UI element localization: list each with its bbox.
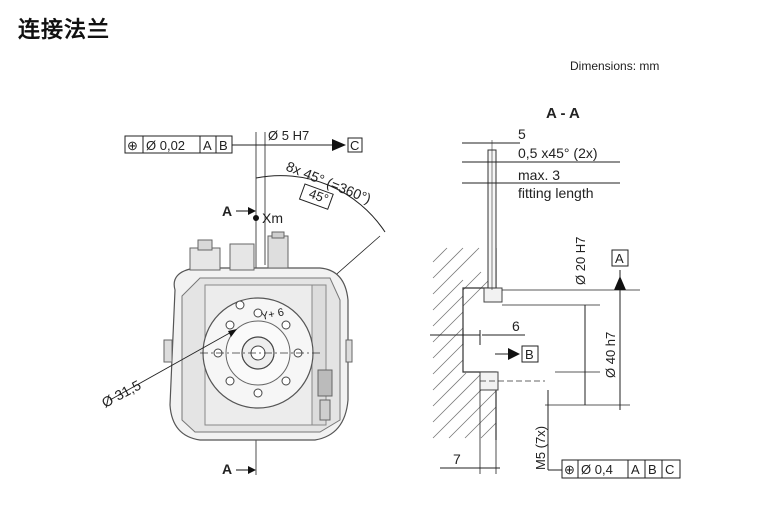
chamfer-label: 0,5 x45° (2x) <box>518 145 598 161</box>
position-tolerance-icon-2: ⊕ <box>564 462 575 477</box>
left-tolerance-value: Ø 0,02 <box>146 138 185 153</box>
fitting-text-label: fitting length <box>518 185 594 201</box>
right-tolerance-frame: ⊕ Ø 0,4 A B C <box>561 459 681 479</box>
section-label: A - A <box>546 105 580 122</box>
angle-box-label: 45° <box>307 186 331 207</box>
xm-label: Xm <box>262 210 283 226</box>
dia-40-label: Ø 40 h7 <box>603 332 618 378</box>
fitting-max-label: max. 3 <box>518 167 560 183</box>
flange-face: Y+ 6 <box>202 297 314 409</box>
thread-label: M5 (7x) <box>533 426 548 470</box>
right-section-view: 5 0,5 x45° (2x) max. 3 fitting length Ø … <box>430 126 681 479</box>
dim-6-label: 6 <box>512 318 520 334</box>
position-tolerance-icon: ⊕ <box>127 138 138 153</box>
dia-20-label: Ø 20 H7 <box>573 237 588 285</box>
right-datum-c: C <box>665 462 674 477</box>
left-tolerance-frame: ⊕ Ø 0,02 A B <box>124 135 233 154</box>
section-mark-top: A <box>222 203 232 219</box>
dim-7-label: 7 <box>453 451 461 467</box>
engraving-label: Y+ 6 <box>260 306 285 323</box>
right-tolerance-value: Ø 0,4 <box>581 462 613 477</box>
section-hatch <box>432 247 497 439</box>
datum-b-label: B <box>525 347 534 362</box>
left-datum-b: B <box>219 138 228 153</box>
bore-label: Ø 5 H7 <box>268 128 309 143</box>
diameter-31-label: Ø 31,5 <box>99 377 144 411</box>
units-note: Dimensions: mm <box>570 59 659 73</box>
right-datum-a: A <box>631 462 640 477</box>
right-datum-b: B <box>648 462 657 477</box>
datum-c-label: C <box>350 138 359 153</box>
left-front-view: ⊕ Ø 0,02 A B C Ø 5 H7 8x 45° (=360°) 45°… <box>99 128 386 477</box>
left-datum-a: A <box>203 138 212 153</box>
section-mark-bottom: A <box>222 461 232 477</box>
datum-a-label: A <box>615 251 624 266</box>
page-title: 连接法兰 <box>18 18 111 43</box>
holes-label: 8x 45° (=360°) <box>284 158 374 207</box>
dim-5-label: 5 <box>518 126 526 142</box>
